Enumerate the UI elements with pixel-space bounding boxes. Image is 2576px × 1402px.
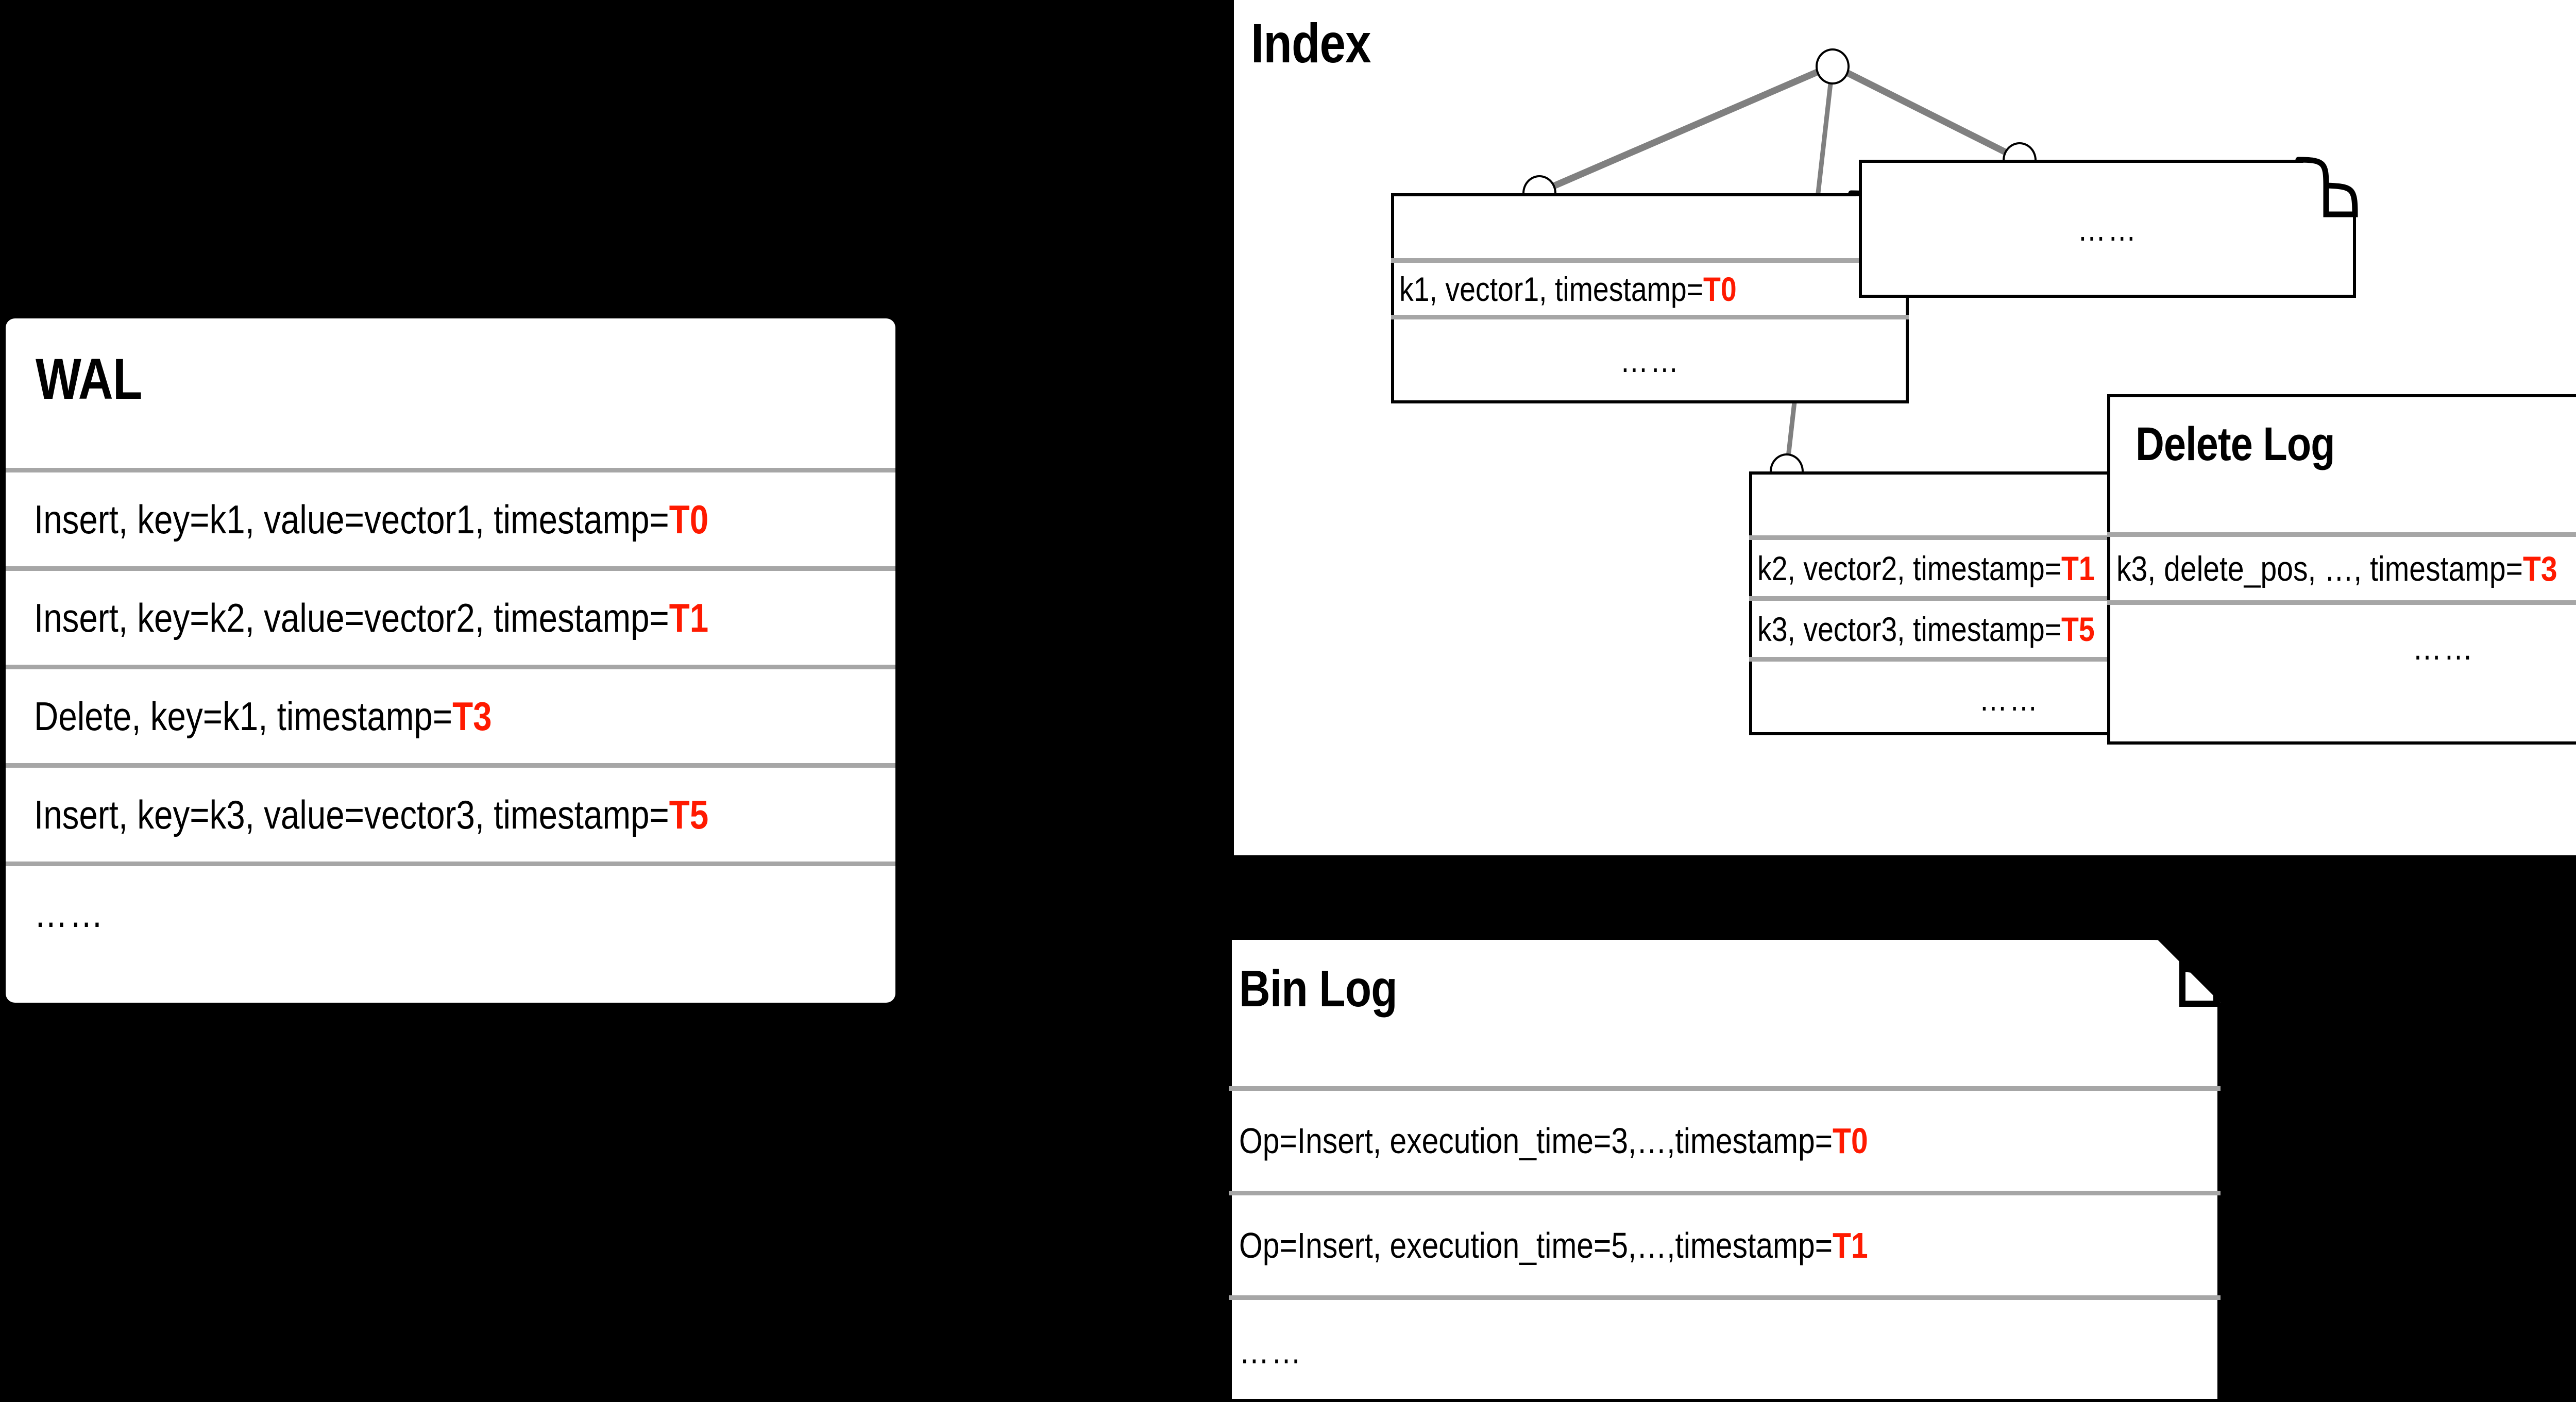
index-leaf-row: k2, vector2, timestamp=T1 bbox=[1749, 535, 2269, 596]
bin-log-row: …… bbox=[1229, 1295, 2221, 1402]
wal-panel: WAL Insert, key=k1, value=vector1, times… bbox=[6, 318, 895, 1003]
document-sheet bbox=[2107, 394, 2576, 745]
index-tree-root-node[interactable] bbox=[1816, 48, 1850, 85]
index-leaf-document-right: …… bbox=[1859, 157, 2358, 298]
delete-log-row: …… bbox=[2107, 600, 2576, 745]
index-leaf-row: …… bbox=[1391, 315, 1909, 400]
document-body: k1, vector1, timestamp=T0 …… bbox=[1391, 193, 1909, 403]
document-body: Delete Log k3, delete_pos, …, timestamp=… bbox=[2107, 394, 2576, 745]
index-panel: Index k1, vector1, timestamp=T0 bbox=[1234, 0, 2576, 855]
document-body: …… bbox=[1859, 160, 2356, 298]
wal-row: Insert, key=k3, value=vector3, timestamp… bbox=[6, 763, 895, 862]
bin-log-row: Op=Insert, execution_time=3,…,timestamp=… bbox=[1229, 1086, 2221, 1191]
index-leaf-row: …… bbox=[1749, 657, 2269, 735]
index-leaf-row: …… bbox=[2077, 210, 2138, 248]
wal-row: Delete, key=k1, timestamp=T3 bbox=[6, 665, 895, 763]
document-sheet bbox=[1229, 937, 2221, 1402]
document-sheet bbox=[1859, 160, 2356, 298]
wal-row: …… bbox=[6, 862, 895, 960]
index-leaf-row: k3, vector3, timestamp=T5 bbox=[1749, 596, 2269, 657]
delete-log-title: Delete Log bbox=[2136, 417, 2335, 470]
bin-log-title: Bin Log bbox=[1239, 960, 1398, 1018]
index-leaf-document-k1: k1, vector1, timestamp=T0 …… bbox=[1391, 190, 1911, 403]
delete-log-row: k3, delete_pos, …, timestamp=T3 bbox=[2107, 532, 2576, 600]
document-body: Bin Log Op=Insert, execution_time=3,…,ti… bbox=[1229, 937, 2221, 1402]
document-sheet bbox=[1391, 193, 1909, 403]
wal-row: Insert, key=k2, value=vector2, timestamp… bbox=[6, 566, 895, 665]
bin-log-document: Bin Log Op=Insert, execution_time=3,…,ti… bbox=[1229, 934, 2221, 1402]
document-body: k2, vector2, timestamp=T1 k3, vector3, t… bbox=[1749, 471, 2269, 735]
delete-log-document: Delete Log k3, delete_pos, …, timestamp=… bbox=[2107, 394, 2576, 745]
wal-title: WAL bbox=[36, 347, 142, 411]
bin-log-row: Op=Insert, execution_time=5,…,timestamp=… bbox=[1229, 1191, 2221, 1295]
index-leaf-row: k1, vector1, timestamp=T0 bbox=[1391, 258, 1909, 315]
index-title: Index bbox=[1251, 12, 1371, 74]
wal-row: Insert, key=k1, value=vector1, timestamp… bbox=[6, 468, 895, 566]
